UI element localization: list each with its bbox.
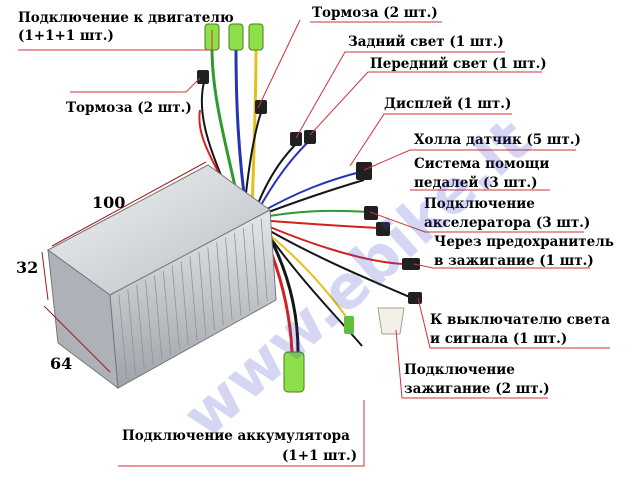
dimension-height: 32 [16,258,39,277]
leader-lines [18,19,610,467]
small-connectors [197,70,422,304]
dimension-width: 64 [50,354,73,373]
label-fuse-line2: в зажигание (1 шт.) [434,253,594,269]
label-fuse-line1: Через предохранитель [434,234,614,250]
label-ignition-line2: зажигание (2 шт.) [404,381,550,397]
housing-fins [118,218,268,380]
label-switch-line1: К выключателю света [430,312,610,328]
label-pas-line2: педалей (3 шт.) [414,175,538,191]
label-rear-light: Задний свет (1 шт.) [348,34,504,50]
label-switch-line2: и сигнала (1 шт.) [430,331,568,347]
dimension-length: 100 [92,193,126,212]
label-display: Дисплей (1 шт.) [384,96,512,112]
label-battery-line2: (1+1 шт.) [282,448,358,464]
label-motor: Подключение к двигателю [18,10,234,26]
label-motor-count: (1+1+1 шт.) [18,28,114,44]
ignition-connector [377,307,405,335]
accelerator-green-connector [344,316,354,334]
battery-connector [283,351,305,393]
label-front-light: Передний свет (1 шт.) [370,56,547,72]
label-ignition-line1: Подключение [404,362,515,378]
label-hall-sensor: Холла датчик (5 шт.) [414,132,581,148]
label-brakes-left: Тормоза (2 шт.) [66,100,192,116]
dimension-lines [41,161,207,373]
motor-phase-connectors [204,23,264,51]
label-battery-line1: Подключение аккумулятора [122,428,350,444]
label-accelerator-line1: Подключение [424,196,535,212]
label-brakes-top: Тормоза (2 шт.) [312,5,438,21]
label-pas-line1: Система помощи [414,156,550,172]
label-accelerator-line2: акселератора (3 шт.) [424,215,591,231]
